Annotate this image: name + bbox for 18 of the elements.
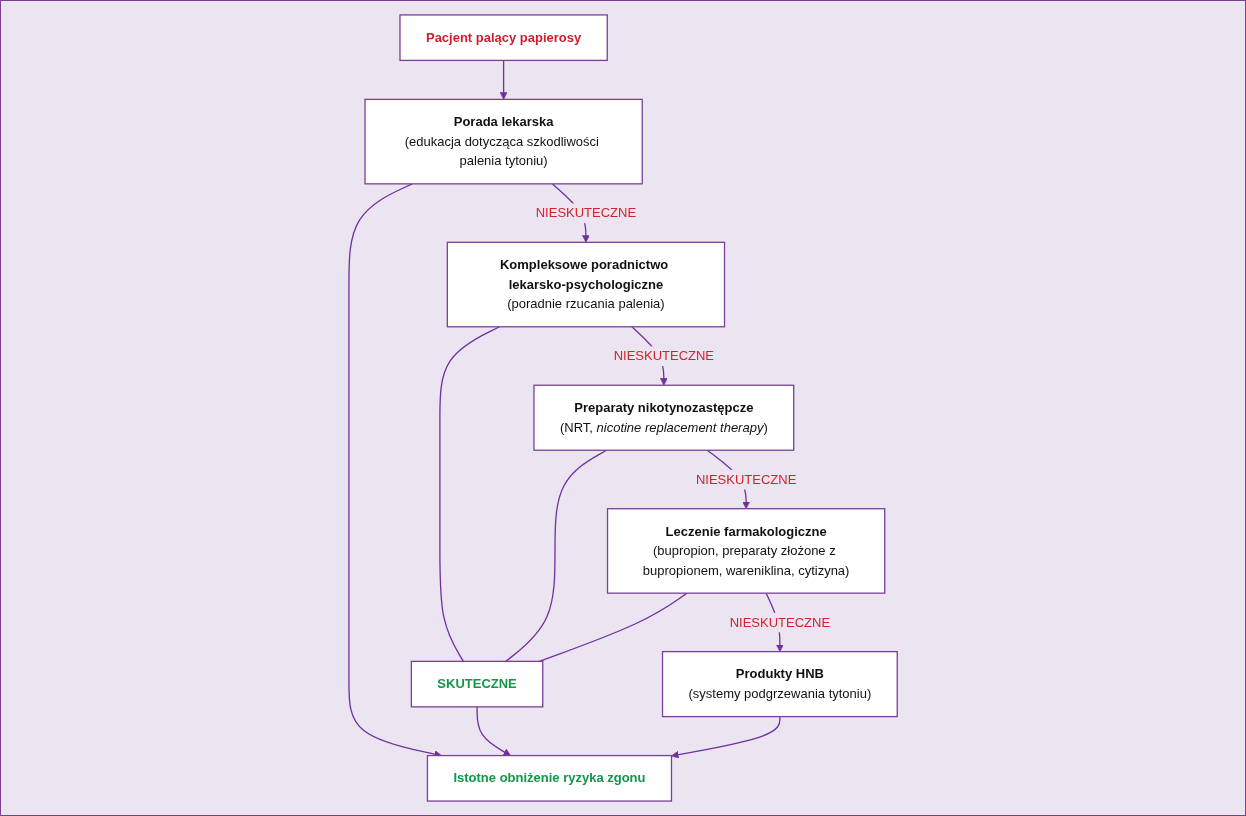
edge-label: NIESKUTECZNE <box>695 471 797 487</box>
node-box: Preparaty nikotynozastępcze (NRT, nicotine replacement therapy) <box>533 384 795 451</box>
arrow <box>476 706 511 756</box>
node-box: Kompleksowe poradnictwo lekarsko-psychologiczne (poradnie rzucania palenia) <box>446 241 726 328</box>
edge-label: NIESKUTECZNE <box>613 348 714 363</box>
edge-label: NIESKUTECZNE <box>729 614 830 630</box>
connector <box>439 326 501 662</box>
node-box: Pacjent palący papierosy <box>399 14 608 62</box>
node-box: Porada lekarska (edukacja dotycząca szkodliwości palenia tytoniu) <box>364 98 643 185</box>
edge-label: NIESKUTECZNE <box>535 205 636 220</box>
node-box: SKUTECZNE <box>410 660 544 708</box>
node-box: Istotne obniżenie ryzyka zgonu <box>426 754 673 802</box>
connector <box>505 449 608 662</box>
arrow <box>671 715 781 759</box>
node-box: Produkty HNB (systemy podgrzewania tytoniu) <box>661 651 898 718</box>
connector <box>538 592 688 662</box>
node-box: Leczenie farmakologiczne (bupropion, preparaty złożone z bupropionem, wareniklina, cytizyna) <box>606 508 886 594</box>
arrow <box>499 59 508 100</box>
